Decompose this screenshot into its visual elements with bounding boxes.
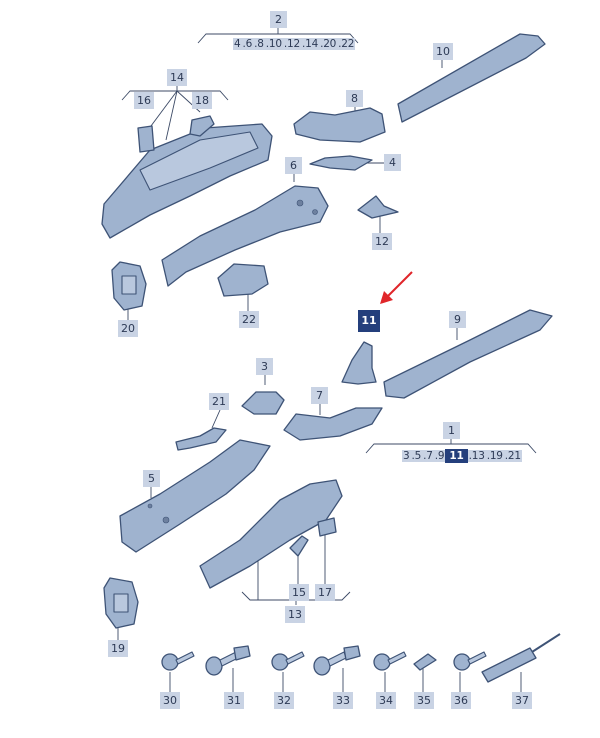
label-33: 33	[333, 692, 353, 709]
label-8: 8	[346, 90, 363, 107]
label-37: 37	[512, 692, 532, 709]
seq-top-item: .10	[264, 38, 283, 50]
label-36: 36	[451, 692, 471, 709]
fastener-34	[373, 651, 407, 671]
sequence-top: 4.6.8.10.12.14.20.22	[233, 36, 356, 52]
fastener-33	[313, 645, 361, 676]
label-6: 6	[285, 157, 302, 174]
label-5: 5	[143, 470, 160, 487]
label-30: 30	[160, 692, 180, 709]
seq-top-item: .20	[319, 38, 338, 50]
label-16: 16	[134, 92, 154, 109]
seq-top-item: .12	[282, 38, 301, 50]
label-32: 32	[274, 692, 294, 709]
seq-mid-item: 3	[402, 450, 411, 462]
label-13: 13	[285, 606, 305, 623]
label-19: 19	[108, 640, 128, 657]
seq-top-item: .6	[241, 38, 254, 50]
label-12: 12	[372, 233, 392, 250]
fastener-37-tool	[481, 633, 561, 683]
seq-top-item: .14	[300, 38, 320, 50]
label-2: 2	[270, 11, 287, 28]
label-15: 15	[289, 584, 309, 601]
seq-mid-item: .9	[433, 450, 446, 462]
label-35: 35	[414, 692, 434, 709]
part-11-gusset	[341, 341, 377, 385]
seq-mid-item: .13	[467, 450, 486, 462]
seq-mid-item: .21	[503, 450, 522, 462]
label-7: 7	[311, 387, 328, 404]
label-3: 3	[256, 358, 273, 375]
fastener-35	[413, 653, 437, 671]
group-bracket-14	[121, 86, 229, 141]
group-bracket-1	[365, 438, 537, 454]
label-18: 18	[192, 92, 212, 109]
label-20: 20	[118, 320, 138, 337]
part-17-small	[317, 517, 337, 537]
part-19-face	[113, 593, 129, 613]
seq-mid-item-highlighted[interactable]: 11	[445, 449, 468, 463]
seq-mid-item: .5	[410, 450, 423, 462]
label-1: 1	[443, 422, 460, 439]
seq-top-item: .8	[253, 38, 265, 50]
part-9-sill	[383, 309, 553, 399]
part-3-bracket	[241, 391, 285, 415]
seq-mid-item: .19	[485, 450, 504, 462]
part-13-member	[199, 479, 343, 589]
part-7-bracket	[283, 407, 383, 441]
label-10: 10	[433, 43, 453, 60]
part-18-small	[189, 115, 215, 137]
part-14-detail	[139, 131, 259, 191]
part-5-member	[119, 439, 271, 553]
label-4: 4	[384, 154, 401, 171]
fastener-31	[205, 645, 251, 676]
label-22: 22	[239, 311, 259, 328]
seq-top-item: 4	[233, 38, 242, 50]
part-20-face	[121, 275, 137, 295]
label-31: 31	[224, 692, 244, 709]
part-15-small	[289, 535, 309, 557]
fastener-36	[453, 651, 487, 671]
pointer-arrow	[380, 271, 413, 304]
part-10-sill	[397, 33, 546, 123]
part-16-small	[137, 125, 155, 153]
label-34: 34	[376, 692, 396, 709]
label-11-highlighted[interactable]: 11	[358, 310, 380, 332]
part-21-plate	[175, 427, 227, 451]
part-12-gusset	[357, 195, 399, 219]
label-17: 17	[315, 584, 335, 601]
seq-mid-item: .7	[422, 450, 434, 462]
label-9: 9	[449, 311, 466, 328]
fastener-30	[161, 651, 195, 671]
fastener-32	[271, 651, 305, 671]
part-22-block	[217, 263, 269, 297]
label-14: 14	[167, 69, 187, 86]
part-6-beam	[161, 185, 329, 287]
label-21: 21	[209, 393, 229, 410]
part-8-bracket	[293, 107, 386, 143]
part-4-bracket	[309, 155, 373, 171]
seq-top-item: .22	[337, 38, 356, 50]
